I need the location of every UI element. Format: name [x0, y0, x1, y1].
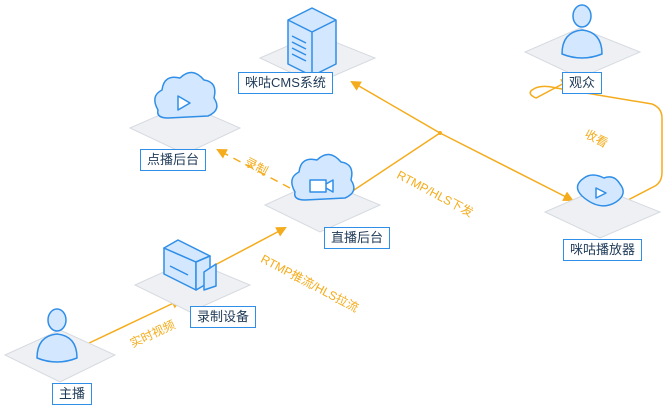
flow-junction [438, 131, 442, 135]
edge-junction-to-cms [350, 80, 441, 134]
icons [36, 4, 624, 363]
node-label-player: 咪咕播放器 [563, 239, 643, 261]
edge-host-to-recorder [84, 298, 182, 346]
edge-junction-to-player [439, 132, 574, 201]
node-label-vod: 点播后台 [140, 149, 207, 171]
flow-lines [84, 79, 663, 346]
edge-live-to-junction [344, 132, 441, 197]
node-label-live: 直播后台 [324, 227, 391, 249]
node-label-host: 主播 [52, 383, 93, 405]
server-icon [287, 7, 337, 77]
node-label-audience: 观众 [562, 72, 603, 94]
cloud-play-icon [154, 71, 218, 119]
player-icon [576, 174, 624, 207]
cloud-camera-icon [291, 153, 355, 201]
person-icon [561, 4, 603, 59]
node-label-cms: 咪咕CMS系统 [238, 72, 333, 94]
person-icon [36, 308, 78, 363]
video-camera-icon [163, 239, 217, 291]
edge-player-to-audience-visible [529, 79, 663, 201]
node-label-recorder: 录制设备 [190, 306, 257, 328]
edge-recorder-to-live [214, 227, 287, 266]
